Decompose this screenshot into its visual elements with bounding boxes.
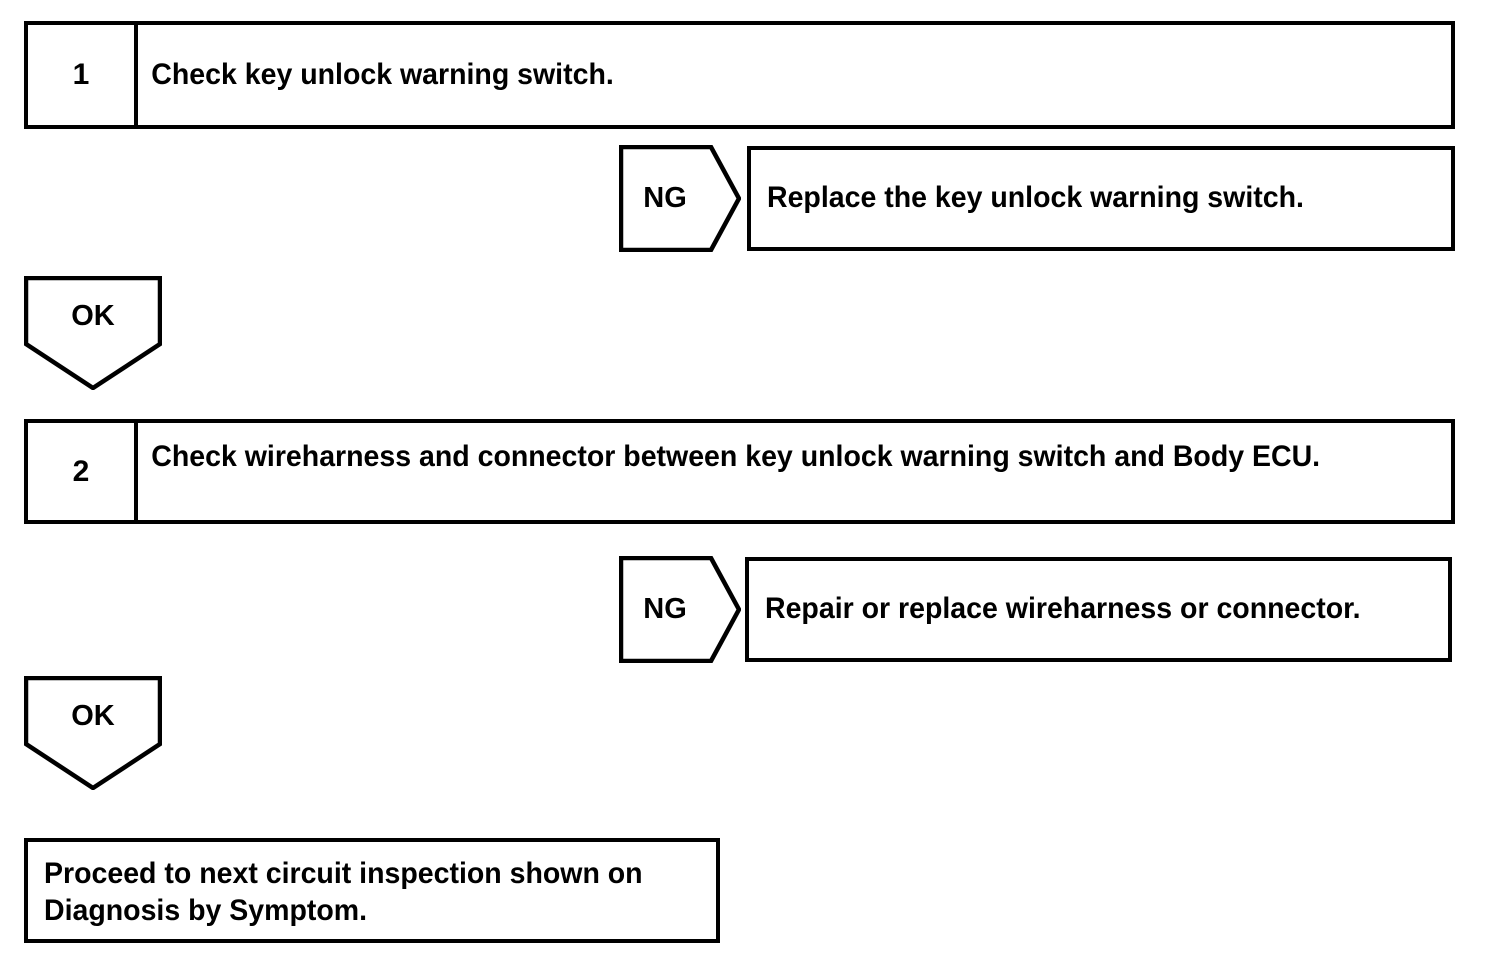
step-1-ng-action-text: Replace the key unlock warning switch. bbox=[767, 181, 1304, 215]
step-1-ng-action-box: Replace the key unlock warning switch. bbox=[747, 146, 1455, 251]
step-2-ng-arrow: NG bbox=[619, 556, 741, 663]
step-2-number: 2 bbox=[28, 423, 138, 520]
step-2-ok-arrow: OK bbox=[24, 676, 162, 790]
step-1-ng-arrow: NG bbox=[619, 145, 741, 252]
step-2-instruction: Check wireharness and connector between … bbox=[151, 440, 1321, 473]
step-2-ng-action-box: Repair or replace wireharness or connect… bbox=[745, 557, 1452, 662]
final-action-box: Proceed to next circuit inspection shown… bbox=[24, 838, 720, 943]
step-1-number: 1 bbox=[28, 25, 138, 125]
step-1-instruction: Check key unlock warning switch. bbox=[151, 57, 614, 91]
final-action-text: Proceed to next circuit inspection shown… bbox=[44, 857, 643, 927]
step-2-ng-action-text: Repair or replace wireharness or connect… bbox=[765, 592, 1361, 626]
step-1-box: 1 Check key unlock warning switch. bbox=[24, 21, 1455, 129]
step-2-box: 2 Check wireharness and connector betwee… bbox=[24, 419, 1455, 524]
step-1-ok-arrow: OK bbox=[24, 276, 162, 390]
